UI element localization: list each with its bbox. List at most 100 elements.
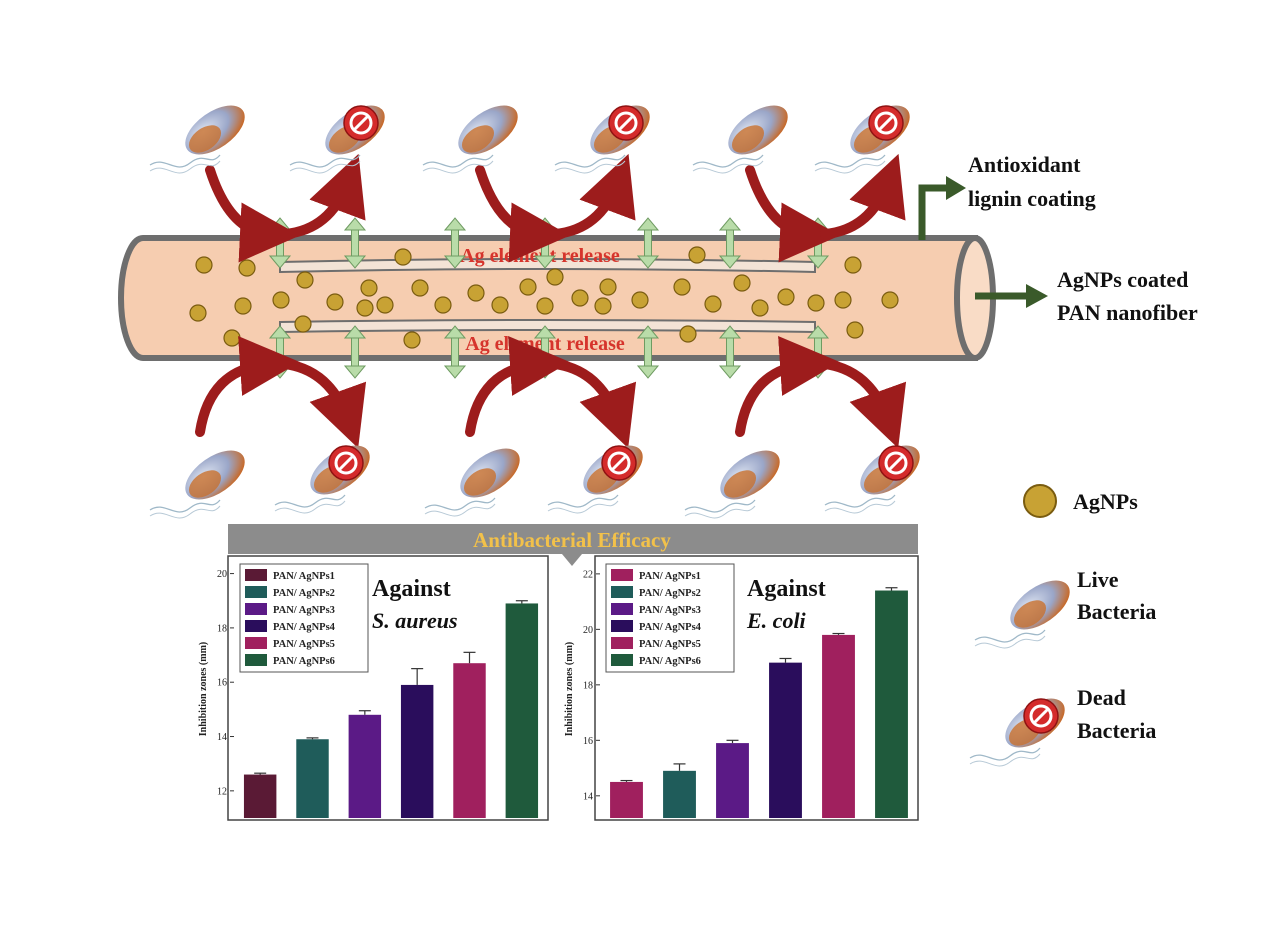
release-arrow bbox=[443, 217, 467, 269]
agnp-particle bbox=[356, 299, 374, 317]
dead-bacterium bbox=[290, 96, 393, 173]
live-bacterium bbox=[424, 438, 529, 517]
dead-bacterium bbox=[275, 436, 378, 513]
bacteria-kill-arrow bbox=[820, 359, 907, 449]
agnps-legend-icon bbox=[1023, 484, 1057, 518]
legend-swatch bbox=[611, 603, 633, 615]
agnp-particle bbox=[751, 299, 769, 317]
release-arrow bbox=[636, 217, 660, 269]
legend-entry: PAN/ AgNPs6 bbox=[639, 656, 701, 667]
y-tick-label: 20 bbox=[583, 625, 593, 636]
agnp-particle bbox=[491, 296, 509, 314]
chart-title-organism: E. coli bbox=[746, 608, 807, 633]
agnp-particle bbox=[195, 256, 213, 274]
agnp-particle bbox=[594, 297, 612, 315]
bacteria-kill-arrow bbox=[735, 336, 840, 437]
y-tick-label: 22 bbox=[583, 569, 593, 580]
legend-entry: PAN/ AgNPs6 bbox=[273, 656, 335, 667]
release-arrow bbox=[343, 217, 367, 269]
y-axis-label: Inhibition zones (mm) bbox=[198, 642, 209, 736]
legend-swatch bbox=[245, 654, 267, 666]
bar-2 bbox=[296, 739, 329, 818]
agnp-particle bbox=[519, 278, 537, 296]
bar-2 bbox=[663, 770, 696, 818]
legend-swatch bbox=[245, 603, 267, 615]
release-arrow bbox=[636, 325, 660, 379]
live-bacterium bbox=[684, 440, 789, 519]
chart-title-line1: Against bbox=[372, 576, 451, 602]
agnp-particle bbox=[434, 296, 452, 314]
agnp-particle bbox=[411, 279, 429, 297]
agnp-particle bbox=[223, 329, 241, 347]
coating-pointer-arrow bbox=[918, 176, 966, 240]
legend-swatch bbox=[611, 569, 633, 581]
dead-bacterium bbox=[825, 436, 928, 513]
agnps-legend-label: AgNPs bbox=[1073, 489, 1138, 514]
bacteria-kill-arrow bbox=[280, 153, 366, 239]
agnp-particle bbox=[189, 304, 207, 322]
dead-bacterium bbox=[548, 436, 651, 513]
live-bacteria-legend-label: Live Bacteria bbox=[1077, 567, 1156, 624]
chart-title-line1: Against bbox=[747, 576, 826, 602]
agnp-particle bbox=[834, 291, 852, 309]
legend-swatch bbox=[611, 654, 633, 666]
legend-entry: PAN/ AgNPs2 bbox=[273, 588, 335, 599]
agnp-particle bbox=[673, 278, 691, 296]
release-arrow bbox=[718, 325, 742, 379]
legend-swatch bbox=[245, 569, 267, 581]
bar-6 bbox=[875, 590, 908, 818]
y-tick-label: 20 bbox=[217, 569, 227, 580]
dead-bacterium bbox=[555, 96, 658, 173]
release-arrow bbox=[718, 217, 742, 269]
live-bacterium bbox=[422, 95, 527, 174]
fiber-label: AgNPs coated PAN nanofiber bbox=[1057, 267, 1198, 325]
legend-swatch bbox=[611, 586, 633, 598]
agnp-particle bbox=[376, 296, 394, 314]
legend-entry: PAN/ AgNPs5 bbox=[639, 639, 701, 650]
dead-bacterium bbox=[815, 96, 918, 173]
legend-entry: PAN/ AgNPs1 bbox=[273, 571, 335, 582]
legend-swatch bbox=[611, 620, 633, 632]
agnp-particle bbox=[546, 268, 564, 286]
coating-label: Antioxidant lignin coating bbox=[968, 152, 1096, 211]
bacteria-curved-arrows bbox=[195, 153, 907, 449]
bar-3 bbox=[348, 714, 382, 818]
bacteria-kill-arrow bbox=[280, 359, 367, 449]
agnp-particle bbox=[807, 294, 825, 312]
dead-bacteria-legend-label: Dead Bacteria bbox=[1077, 685, 1156, 743]
bacteria-kill-arrow bbox=[820, 153, 906, 239]
agnps-particles bbox=[189, 246, 899, 349]
agnp-particle bbox=[403, 331, 421, 349]
bar-1 bbox=[610, 781, 643, 818]
banner-title: Antibacterial Efficacy bbox=[473, 528, 671, 552]
agnp-particle bbox=[846, 321, 864, 339]
legend-swatch bbox=[245, 637, 267, 649]
agnp-particle bbox=[294, 315, 312, 333]
agnp-particle bbox=[599, 278, 617, 296]
y-tick-label: 12 bbox=[217, 786, 227, 797]
release-arrow bbox=[343, 325, 367, 379]
bar-5 bbox=[453, 663, 486, 818]
bacteria-kill-arrow bbox=[465, 336, 570, 437]
agnp-particle bbox=[688, 246, 706, 264]
y-tick-label: 18 bbox=[217, 623, 227, 634]
bacteria-kill-arrow bbox=[745, 165, 840, 263]
bar-3 bbox=[716, 743, 749, 818]
agnp-particle bbox=[844, 256, 862, 274]
legend-entry: PAN/ AgNPs3 bbox=[273, 605, 335, 616]
bacteria-kill-arrow bbox=[550, 153, 636, 239]
bacteria-kill-arrow bbox=[195, 336, 300, 437]
fiber-pointer-arrow bbox=[975, 284, 1048, 308]
legend-panel: AgNPs Live Bacteria Dead Bacteria bbox=[970, 484, 1156, 766]
y-tick-label: 18 bbox=[583, 680, 593, 691]
live-bacterium bbox=[149, 95, 254, 174]
bar-6 bbox=[505, 603, 539, 818]
legend-entry: PAN/ AgNPs1 bbox=[639, 571, 701, 582]
agnp-particle bbox=[272, 291, 290, 309]
live-bacteria-legend-icon bbox=[974, 570, 1079, 649]
legend-entry: PAN/ AgNPs3 bbox=[639, 605, 701, 616]
bacteria-kill-arrow bbox=[475, 165, 570, 263]
